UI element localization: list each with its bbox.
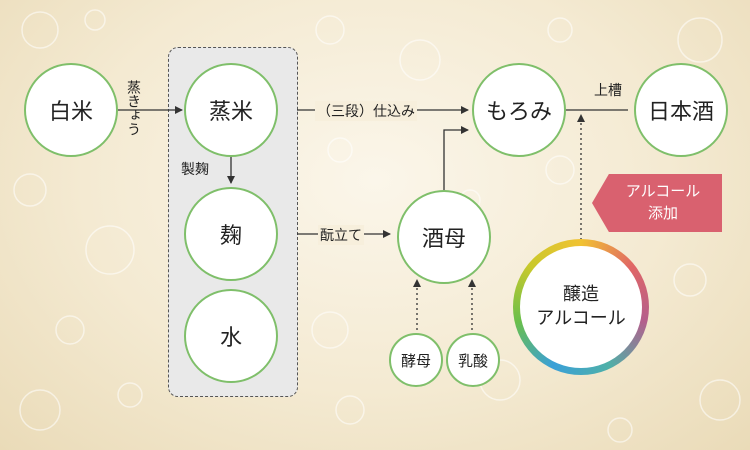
node-mizu: 水 <box>184 289 278 383</box>
node-koji: 麹 <box>184 187 278 281</box>
node-moromi-label: もろみ <box>485 100 552 125</box>
label-mushi: 蒸きょう <box>125 80 141 136</box>
node-nihonshu: 日本酒 <box>634 63 728 157</box>
label-shikomi: （三段）仕込み <box>315 101 417 121</box>
node-jozo-alcohol: 醸造 アルコール <box>513 239 649 375</box>
label-josou: 上槽 <box>594 83 622 99</box>
arrow-shubo-moromi <box>443 126 469 190</box>
node-jozo-line2: アルコール <box>536 308 626 329</box>
node-shubo-label: 酒母 <box>421 227 466 252</box>
node-hakumai: 白米 <box>24 63 118 157</box>
node-jozo-alcohol-inner: 醸造 アルコール <box>520 246 642 368</box>
node-nyusan: 乳酸 <box>446 333 500 387</box>
label-seikiku: 製麹 <box>181 162 209 178</box>
node-mushimai: 蒸米 <box>184 63 278 157</box>
node-nyusan-label: 乳酸 <box>457 351 488 370</box>
badge-line2: 添加 <box>647 204 678 222</box>
node-mizu-label: 水 <box>219 326 242 351</box>
label-motodate: 酛立て <box>318 225 364 245</box>
node-jozo-line1: 醸造 <box>563 283 599 305</box>
node-moromi: もろみ <box>472 63 566 157</box>
node-hakumai-label: 白米 <box>48 100 93 125</box>
node-kobo: 酵母 <box>389 333 443 387</box>
node-shubo: 酒母 <box>397 190 491 284</box>
badge-alcohol-addition: アルコール 添加 <box>592 174 722 232</box>
node-koji-label: 麹 <box>219 224 242 249</box>
badge-line1: アルコール <box>625 182 701 201</box>
node-mushimai-label: 蒸米 <box>208 100 253 125</box>
node-nihonshu-label: 日本酒 <box>647 100 714 125</box>
node-kobo-label: 酵母 <box>400 351 431 370</box>
